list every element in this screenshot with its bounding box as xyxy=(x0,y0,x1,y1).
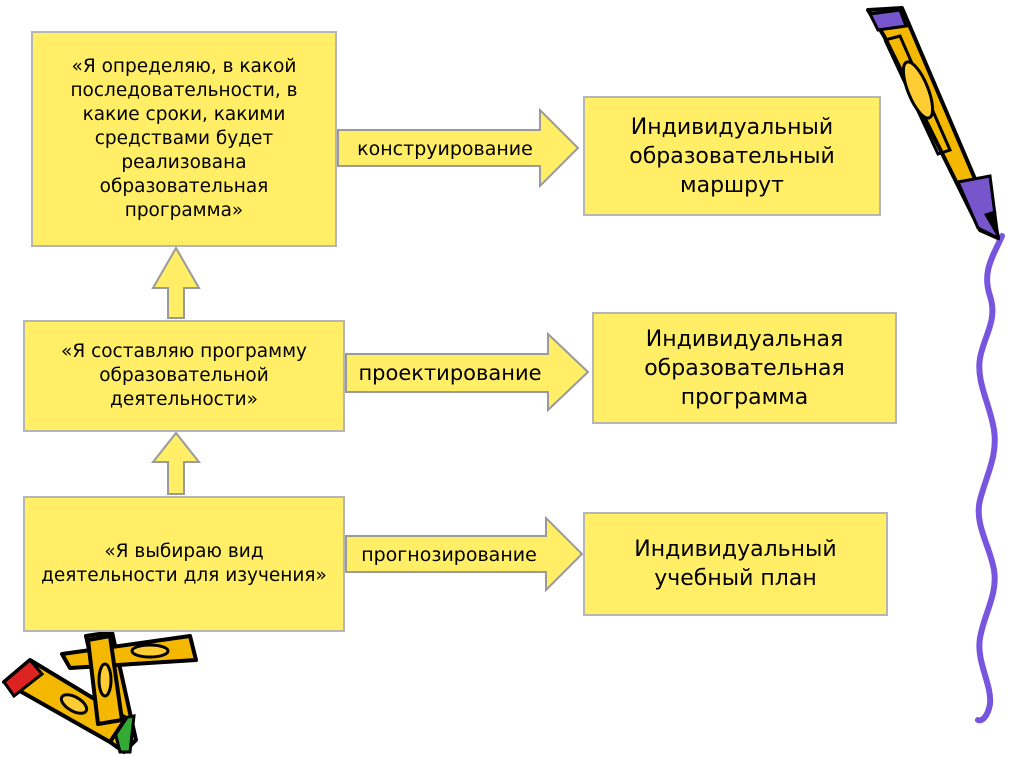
arrow-label-forecast: прогнозирование xyxy=(361,544,537,566)
wavy-border-icon xyxy=(975,233,1024,724)
result-box-route: Индивидуальный образовательный маршрут xyxy=(583,96,881,216)
step-text-compose: «Я составляю программу образовательной д… xyxy=(61,341,307,410)
right-arrow-forecast xyxy=(345,515,584,593)
arrow-label-project: проектирование xyxy=(358,361,542,385)
step-text-choose: «Я выбираю вид деятельности для изучения… xyxy=(41,541,327,586)
step-box-compose: «Я составляю программу образовательной д… xyxy=(23,320,345,432)
step-box-choose: «Я выбираю вид деятельности для изучения… xyxy=(23,496,345,632)
step-box-define: «Я определяю, в какой последовательности… xyxy=(31,31,337,247)
pencil-icon xyxy=(866,6,1000,241)
result-text-route: Индивидуальный образовательный маршрут xyxy=(629,114,835,198)
result-box-program: Индивидуальная образовательная программа xyxy=(592,312,897,424)
result-box-plan: Индивидуальный учебный план xyxy=(583,512,888,616)
up-arrow-upper xyxy=(151,245,201,319)
right-arrow-construct xyxy=(337,107,580,189)
up-arrow-lower xyxy=(150,431,202,495)
pencils-icon xyxy=(1,630,198,754)
result-text-plan: Индивидуальный учебный план xyxy=(634,537,837,591)
result-text-program: Индивидуальная образовательная программа xyxy=(644,326,845,410)
right-arrow-project xyxy=(345,331,590,413)
step-text-define: «Я определяю, в какой последовательности… xyxy=(70,56,298,221)
arrow-label-construct: конструирование xyxy=(357,138,533,160)
